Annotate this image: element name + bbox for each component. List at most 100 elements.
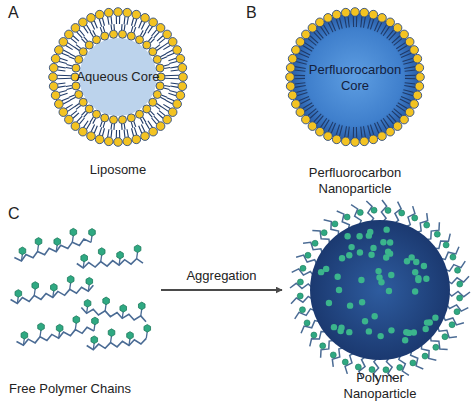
drug-moiety [134, 245, 141, 253]
lipid-tail [63, 50, 70, 54]
lipid-tail [63, 100, 70, 104]
lipid-tail [353, 16, 354, 27]
lipid-tail [69, 95, 75, 97]
lipid-tail [90, 32, 93, 37]
lipid-tail [143, 117, 146, 122]
lipid-tail [370, 19, 373, 29]
lipid-head [51, 91, 60, 100]
drug-moiety [300, 265, 306, 271]
encapsulated-drug [323, 266, 329, 272]
panel-letter: A [8, 4, 19, 22]
drug-moiety [332, 221, 338, 227]
node-outline [46, 5, 190, 183]
lipid-head [173, 46, 182, 55]
lipid-head [127, 114, 135, 122]
lipid-head [65, 30, 74, 39]
lipid-head [153, 56, 161, 64]
drug-moiety [81, 254, 88, 262]
lipid-tail [403, 58, 413, 61]
lipid-head [176, 54, 185, 63]
encapsulated-drug [383, 254, 389, 260]
encapsulated-drug [348, 244, 354, 250]
lipid-head [292, 46, 301, 55]
lipid-tail [84, 37, 88, 42]
encapsulated-drug [338, 324, 344, 330]
lipid-tail [316, 116, 323, 125]
lipid-tail [66, 104, 73, 108]
lipid-head [149, 18, 158, 27]
node-caption: Perfluorocarbon Nanoparticle [283, 165, 427, 196]
lipid-head [286, 63, 295, 72]
lipid-tail [363, 17, 365, 28]
lipid-tail [368, 125, 371, 136]
drug-moiety [84, 300, 91, 308]
drug-moiety [321, 230, 327, 236]
lipid-tail [99, 127, 101, 135]
lipid-tail [148, 121, 153, 128]
lipid-tail [124, 16, 126, 24]
particle-node: Perfluorocarbon CorePerfluorocarbon Nano… [283, 5, 427, 197]
lipid-tail [157, 113, 163, 118]
encapsulated-drug [383, 226, 389, 232]
lipid-tail [303, 103, 312, 109]
lipid-tail [314, 114, 321, 122]
drug-moiety [399, 210, 405, 216]
lipid-tail [361, 16, 362, 27]
lipid-head [168, 38, 177, 47]
drug-moiety [305, 252, 311, 258]
lipid-head [114, 138, 123, 147]
lipid-tail [59, 61, 67, 63]
encapsulated-drug [356, 233, 362, 239]
lipid-tail [134, 27, 136, 33]
lipid-tail [57, 83, 65, 85]
encapsulated-drug [421, 263, 427, 269]
lipid-head [369, 135, 378, 144]
lipid-tail [294, 70, 305, 71]
lipid-tail [140, 30, 143, 35]
lipid-tail [401, 53, 411, 57]
lipid-tail [113, 124, 115, 130]
lipid-tail [74, 47, 79, 50]
lipid-tail [102, 128, 104, 136]
lipid-head [405, 108, 414, 117]
lipid-head [79, 98, 87, 106]
drug-moiety [312, 240, 318, 246]
lipid-head [410, 100, 419, 109]
lipid-head [101, 32, 109, 40]
lipid-tail [165, 78, 171, 79]
lipid-head [316, 18, 325, 27]
polymer-core [310, 220, 450, 360]
particle-node: Aqueous CoreLiposome [46, 5, 190, 183]
lipid-tail [370, 125, 373, 135]
lipid-head [143, 105, 151, 113]
lipid-tail [84, 27, 89, 34]
lipid-tail [148, 27, 153, 34]
lipid-tail [169, 61, 177, 63]
drug-moiety [422, 353, 428, 359]
drug-moiety [434, 231, 440, 237]
lipid-tail [150, 111, 154, 115]
polymer-chain [87, 325, 151, 350]
lipid-head [405, 38, 414, 47]
lipid-tail [113, 24, 115, 30]
lipid-tail [70, 54, 75, 57]
lipid-head [156, 24, 165, 33]
lipid-tail [100, 27, 102, 33]
lipid-tail [90, 117, 93, 122]
lipid-head [132, 10, 141, 19]
lipid-tail [140, 118, 143, 123]
drug-moiety [89, 229, 96, 237]
lipid-tail [161, 57, 167, 59]
lipid-tail [394, 38, 403, 45]
lipid-head [296, 108, 305, 117]
drug-moiety [397, 365, 403, 371]
lipid-tail [294, 83, 305, 84]
drug-moiety [457, 295, 463, 301]
lipid-head [400, 115, 409, 124]
lipid-head [65, 115, 74, 124]
lipid-head [400, 30, 409, 39]
encapsulated-drug [331, 324, 337, 330]
lipid-head [114, 8, 123, 17]
encapsulated-drug [375, 268, 381, 274]
encapsulated-drug [423, 326, 429, 332]
